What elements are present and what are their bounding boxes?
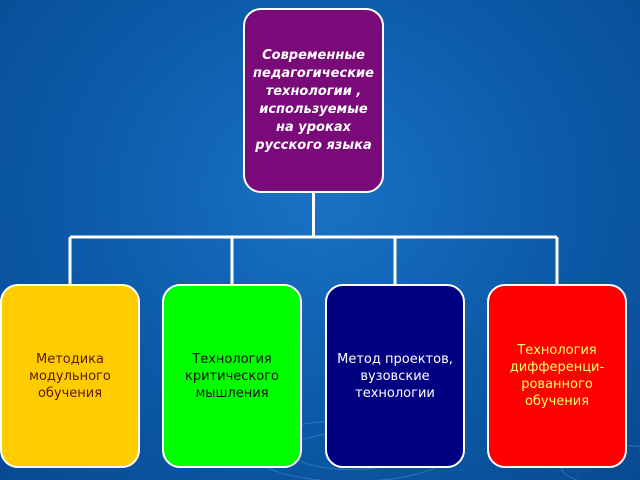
child-node-project-method: Метод проектов, вузовские технологии <box>325 284 465 468</box>
child-node-critical-thinking: Технология критического мышления <box>162 284 302 468</box>
child-node-modular-learning: Методика модульного обучения <box>0 284 140 468</box>
root-node-text: Современные педагогические технологии , … <box>253 47 374 153</box>
child-node-text: Метод проектов, вузовские технологии <box>337 351 453 401</box>
child-node-text: Технология дифференци- рованного обучени… <box>509 343 605 409</box>
root-node-modern-technologies: Современные педагогические технологии , … <box>243 8 384 193</box>
child-node-differentiated-learning: Технология дифференци- рованного обучени… <box>487 284 627 468</box>
child-node-text: Методика модульного обучения <box>29 351 111 401</box>
child-node-text: Технология критического мышления <box>185 351 279 401</box>
